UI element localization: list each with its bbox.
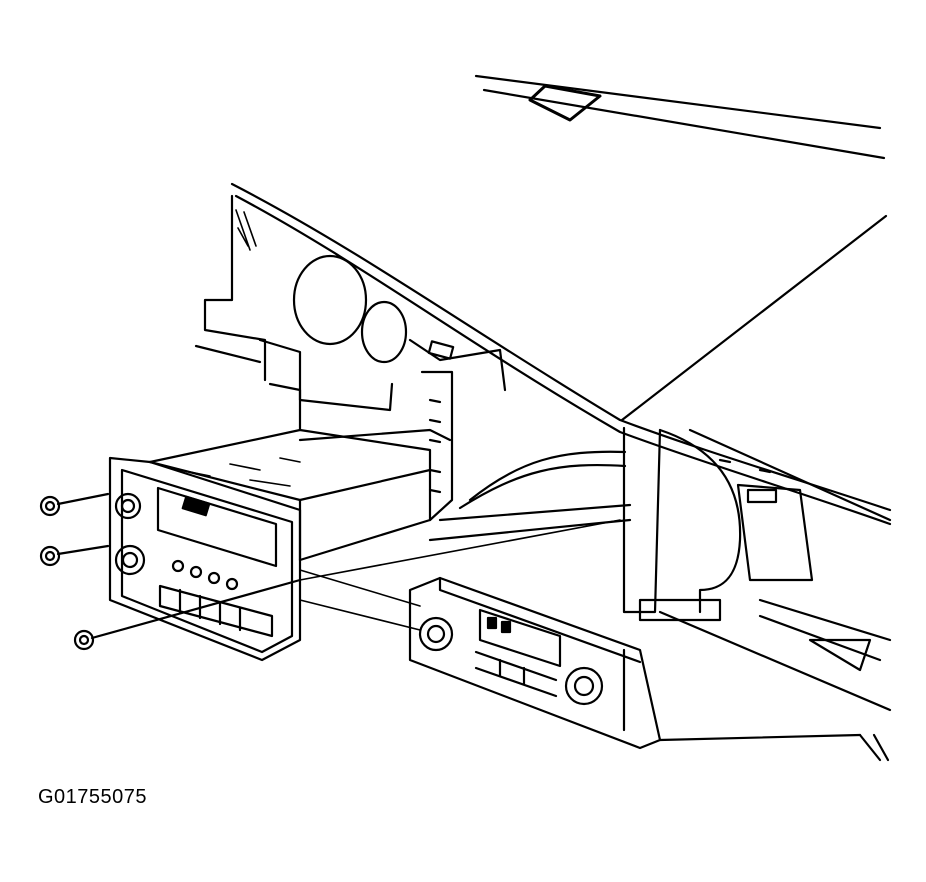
screw-lower [73,519,621,651]
instrument-panel-top [230,182,892,526]
radio-receiver [108,428,432,662]
screw-middle [39,544,110,567]
figure-id-label: G01755075 [38,786,148,808]
screw-upper [39,492,110,517]
right-duct-assembly [622,426,892,762]
hvac-control-head [408,576,892,750]
left-instrument-panel [194,194,507,432]
windshield-trim [474,74,886,160]
